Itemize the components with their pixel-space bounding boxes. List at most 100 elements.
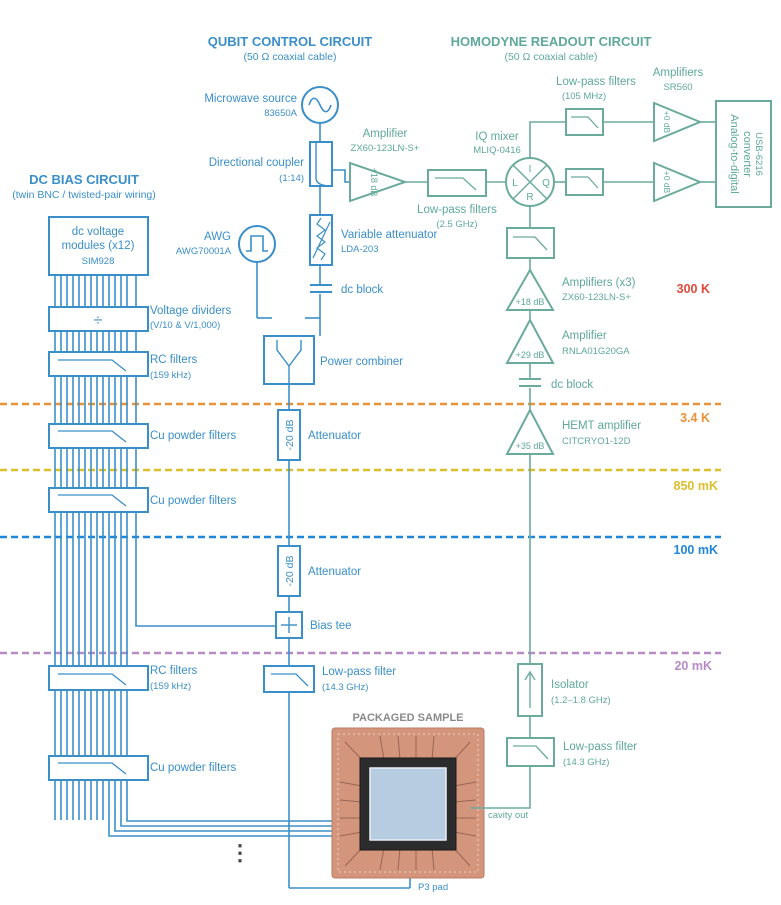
- p3-pad-label: P3 pad: [418, 882, 448, 893]
- readout-lpf3-sub: (14.3 GHz): [563, 757, 609, 768]
- sr560-amplifier-i: [653, 101, 703, 143]
- voltage-dividers-box: [48, 306, 149, 332]
- iq-mixer-i: I: [529, 164, 532, 175]
- dc-block-label: dc block: [341, 284, 383, 296]
- adc-model: USB-6216: [753, 132, 764, 176]
- microwave-source-model: 83650A: [264, 108, 297, 119]
- readout-amplifier-label: Amplifier: [363, 128, 408, 140]
- sr560-amplifier-q-gain: +0 dB: [662, 171, 672, 194]
- dc-bias-subtitle: (twin BNC / twisted-pair wiring): [12, 189, 156, 201]
- qubit-control-subtitle: (50 Ω coaxial cable): [243, 51, 336, 63]
- dc-bias-title: DC BIAS CIRCUIT: [29, 172, 139, 187]
- directional-coupler-sub: (1:14): [279, 173, 304, 184]
- voltage-dividers-sub: (V/10 & V/1,000): [150, 320, 220, 331]
- dc-voltage-modules: [48, 216, 149, 276]
- rc-filters-box-2: [48, 665, 149, 691]
- directional-coupler: [309, 141, 333, 187]
- readout-lpf3-label: Low-pass filter: [563, 741, 637, 753]
- readout-lpf-sub: (2.5 GHz): [436, 219, 477, 230]
- stage-label-300K: 300 K: [677, 282, 710, 296]
- cu-powder-box-3: [48, 755, 149, 781]
- readout-circuit: +18 dB Amplifier ZX60-123LN-S+ Low-pass …: [349, 67, 772, 821]
- readout-lpf-label: Low-pass filters: [417, 204, 497, 216]
- readout-title: HOMODYNE READOUT CIRCUIT: [451, 34, 652, 49]
- iq-mixer-q: Q: [542, 178, 550, 189]
- sr560-amplifier-i-gain: +0 dB: [662, 111, 672, 134]
- microwave-source-label: Microwave source: [204, 93, 297, 105]
- rc-filters-label-2: RC filters: [150, 665, 198, 677]
- amplifiers-x3: [505, 267, 555, 311]
- packaged-sample-title: PACKAGED SAMPLE: [352, 712, 463, 724]
- cu-powder-label-2: Cu powder filters: [150, 495, 237, 507]
- cu-powder-box-1: [48, 423, 149, 449]
- variable-attenuator-label: Variable attenuator: [341, 229, 437, 241]
- adc-label-1: Analog-to-digital: [728, 114, 740, 194]
- stage-label-3.4K: 3.4 K: [680, 411, 710, 425]
- readout-amplifier-model: ZX60-123LN-S+: [351, 143, 420, 154]
- awg-label: AWG: [204, 231, 231, 243]
- readout-low-pass-filter-cold: [506, 737, 555, 767]
- readout-low-pass-filter-rf: [506, 227, 555, 259]
- stage-label-20mK: 20 mK: [674, 659, 712, 673]
- cavity-out-label: cavity out: [488, 810, 528, 821]
- power-combiner-label: Power combiner: [320, 356, 403, 368]
- cu-powder-label-1: Cu powder filters: [150, 430, 237, 442]
- divide-symbol: ÷: [94, 312, 103, 329]
- iq-mixer-l: L: [512, 178, 518, 189]
- hemt-model: CITCRYO1-12D: [562, 436, 631, 447]
- readout-low-pass-filter-i: [565, 108, 604, 136]
- analog-to-digital-converter: [715, 100, 772, 208]
- rc-filters-sub-2: (159 kHz): [150, 681, 191, 692]
- voltage-dividers-label: Voltage dividers: [150, 305, 231, 317]
- rc-filters-box-1: [48, 351, 149, 377]
- readout-amplifier-gain: +18 dB: [369, 168, 379, 197]
- sr560-amplifier-q: [653, 161, 703, 203]
- directional-coupler-label: Directional coupler: [209, 157, 304, 169]
- dc-bias-circuit: dc voltage modules (x12) SIM928 ÷ Voltag…: [48, 216, 346, 865]
- amplifier-rnla: [505, 317, 555, 364]
- rc-filters-sub-1: (159 kHz): [150, 370, 191, 381]
- iq-mixer-r: R: [526, 192, 533, 203]
- readout-low-pass-filter-q: [565, 168, 604, 196]
- stage-label-850mK: 850 mK: [674, 479, 718, 493]
- stage-label-100mK: 100 mK: [674, 543, 718, 557]
- readout-lpf2-label: Low-pass filters: [556, 76, 636, 88]
- amplifier-rnla-model: RNLA01G20GA: [562, 346, 630, 357]
- qubit-low-pass-filter: [263, 665, 315, 693]
- attenuator-2-label: Attenuator: [308, 566, 361, 578]
- isolator-label: Isolator: [551, 679, 589, 691]
- awg-icon: [238, 225, 276, 263]
- attenuator-1-label: Attenuator: [308, 430, 361, 442]
- cu-powder-box-2: [48, 487, 149, 513]
- qubit-control-title: QUBIT CONTROL CIRCUIT: [208, 34, 372, 49]
- amplifier-rnla-label: Amplifier: [562, 330, 607, 342]
- readout-dc-block-label: dc block: [551, 379, 593, 391]
- amplifiers-x3-gain: +18 dB: [516, 297, 545, 307]
- dc-modules-model: SIM928: [82, 256, 115, 267]
- qubit-lpf-label: Low-pass filter: [322, 666, 396, 678]
- sr560-label: Amplifiers: [653, 67, 704, 79]
- isolator-sub: (1.2–1.8 GHz): [551, 695, 611, 706]
- amplifiers-x3-label: Amplifiers (x3): [562, 277, 636, 289]
- hemt-amplifier: [505, 407, 555, 455]
- hemt-gain: +35 dB: [516, 441, 545, 451]
- amplifiers-x3-model: ZX60-123LN-S+: [562, 292, 631, 303]
- packaged-sample: [331, 727, 485, 879]
- readout-subtitle: (50 Ω coaxial cable): [504, 51, 597, 63]
- ellipsis-more-lines: ⋮: [229, 840, 251, 865]
- chip-die: [369, 767, 447, 841]
- variable-attenuator-model: LDA-203: [341, 244, 379, 255]
- attenuator-1: [277, 409, 301, 461]
- iq-mixer-model: MLIQ-0416: [473, 145, 521, 156]
- readout-amplifier: [349, 161, 409, 203]
- bias-tee-label: Bias tee: [310, 620, 352, 632]
- readout-low-pass-filter-1: [427, 169, 487, 197]
- dc-modules-label: dc voltage: [72, 226, 124, 238]
- adc-label-2: converter: [741, 131, 753, 177]
- hemt-label: HEMT amplifier: [562, 420, 641, 432]
- rc-filters-label-1: RC filters: [150, 354, 198, 366]
- iq-mixer-label: IQ mixer: [475, 131, 519, 143]
- attenuator-1-value: -20 dB: [284, 420, 296, 451]
- dc-modules-label-2: modules (x12): [62, 240, 135, 252]
